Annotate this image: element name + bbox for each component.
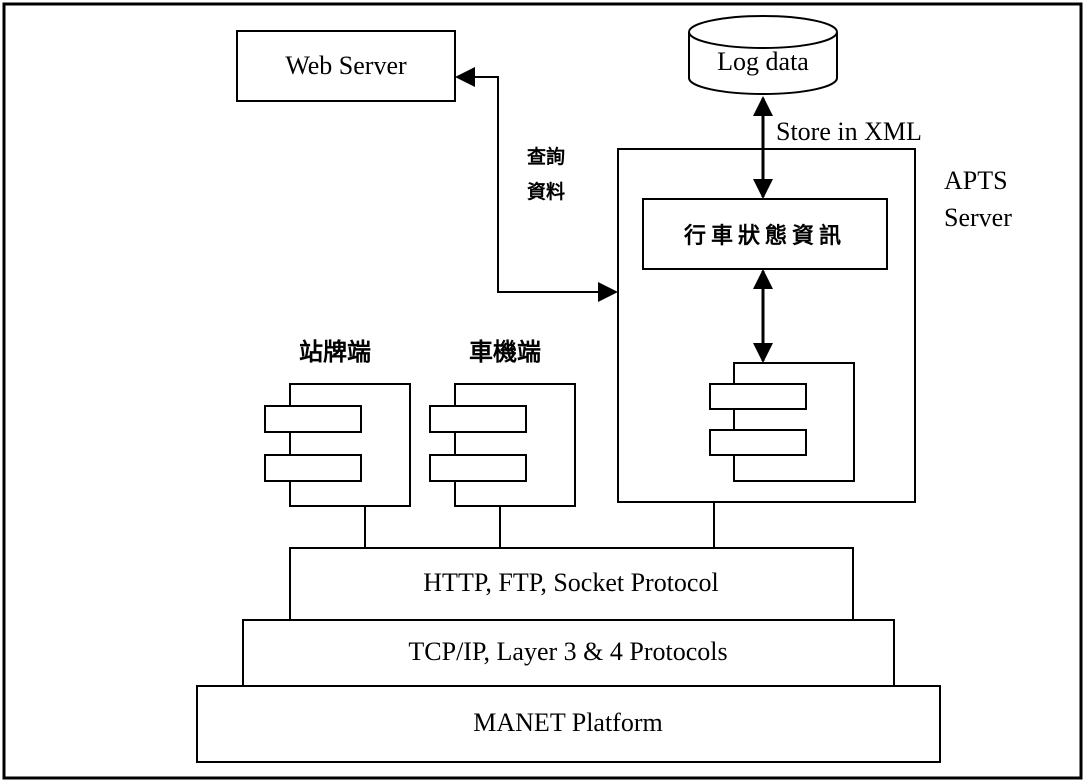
- apts-component-port-bottom: [709, 429, 807, 456]
- log-data-cylinder-top: [688, 15, 838, 49]
- query-data-arrow: [455, 67, 618, 302]
- vehicle-client-label: 車機端: [469, 338, 541, 366]
- stop-client-component-port-top: [264, 405, 362, 433]
- query-data-label-line2: 資料: [527, 180, 565, 203]
- query-data-label-line1: 查詢: [526, 145, 565, 168]
- stop-client-component-icon: [264, 383, 411, 507]
- log-data-cylinder-body: [688, 32, 838, 95]
- platform-layer: [196, 685, 941, 763]
- vehicle-client-component-port-top: [429, 405, 527, 433]
- stop-client-component-port-bottom: [264, 454, 362, 482]
- apts-server-label-line2: Server: [944, 203, 1012, 232]
- vehicle-client-component-port-bottom: [429, 454, 527, 482]
- apts-component-icon: [709, 362, 855, 482]
- web-server-node: Web Server: [236, 30, 456, 102]
- vehicle-client-component-body: [454, 383, 576, 507]
- web-server-box: [236, 30, 456, 102]
- stop-client-label: 站牌端: [299, 338, 371, 366]
- protocol-stack: HTTP, FTP, Socket Protocol TCP/IP, Layer…: [196, 547, 941, 763]
- vehicle-status-box: [642, 198, 888, 270]
- log-data-node: Log data: [688, 15, 838, 95]
- transport-protocol-label: TCP/IP, Layer 3 & 4 Protocols: [408, 637, 727, 666]
- stop-client-component-body: [289, 383, 411, 507]
- vehicle-client-component-icon: [429, 383, 576, 507]
- platform-label: MANET Platform: [473, 708, 662, 737]
- app-protocol-layer: [289, 547, 854, 621]
- app-protocol-label: HTTP, FTP, Socket Protocol: [423, 568, 718, 597]
- transport-protocol-layer: [242, 619, 895, 687]
- log-data-label: Log data: [717, 47, 809, 76]
- apts-component-body: [733, 362, 855, 482]
- apts-server-label-line1: APTS: [944, 166, 1008, 195]
- web-server-label: Web Server: [285, 51, 407, 80]
- apts-component-port-top: [709, 383, 807, 410]
- vehicle-status-label: 行車狀態資訊: [683, 223, 846, 249]
- store-in-xml-label: Store in XML: [776, 117, 922, 146]
